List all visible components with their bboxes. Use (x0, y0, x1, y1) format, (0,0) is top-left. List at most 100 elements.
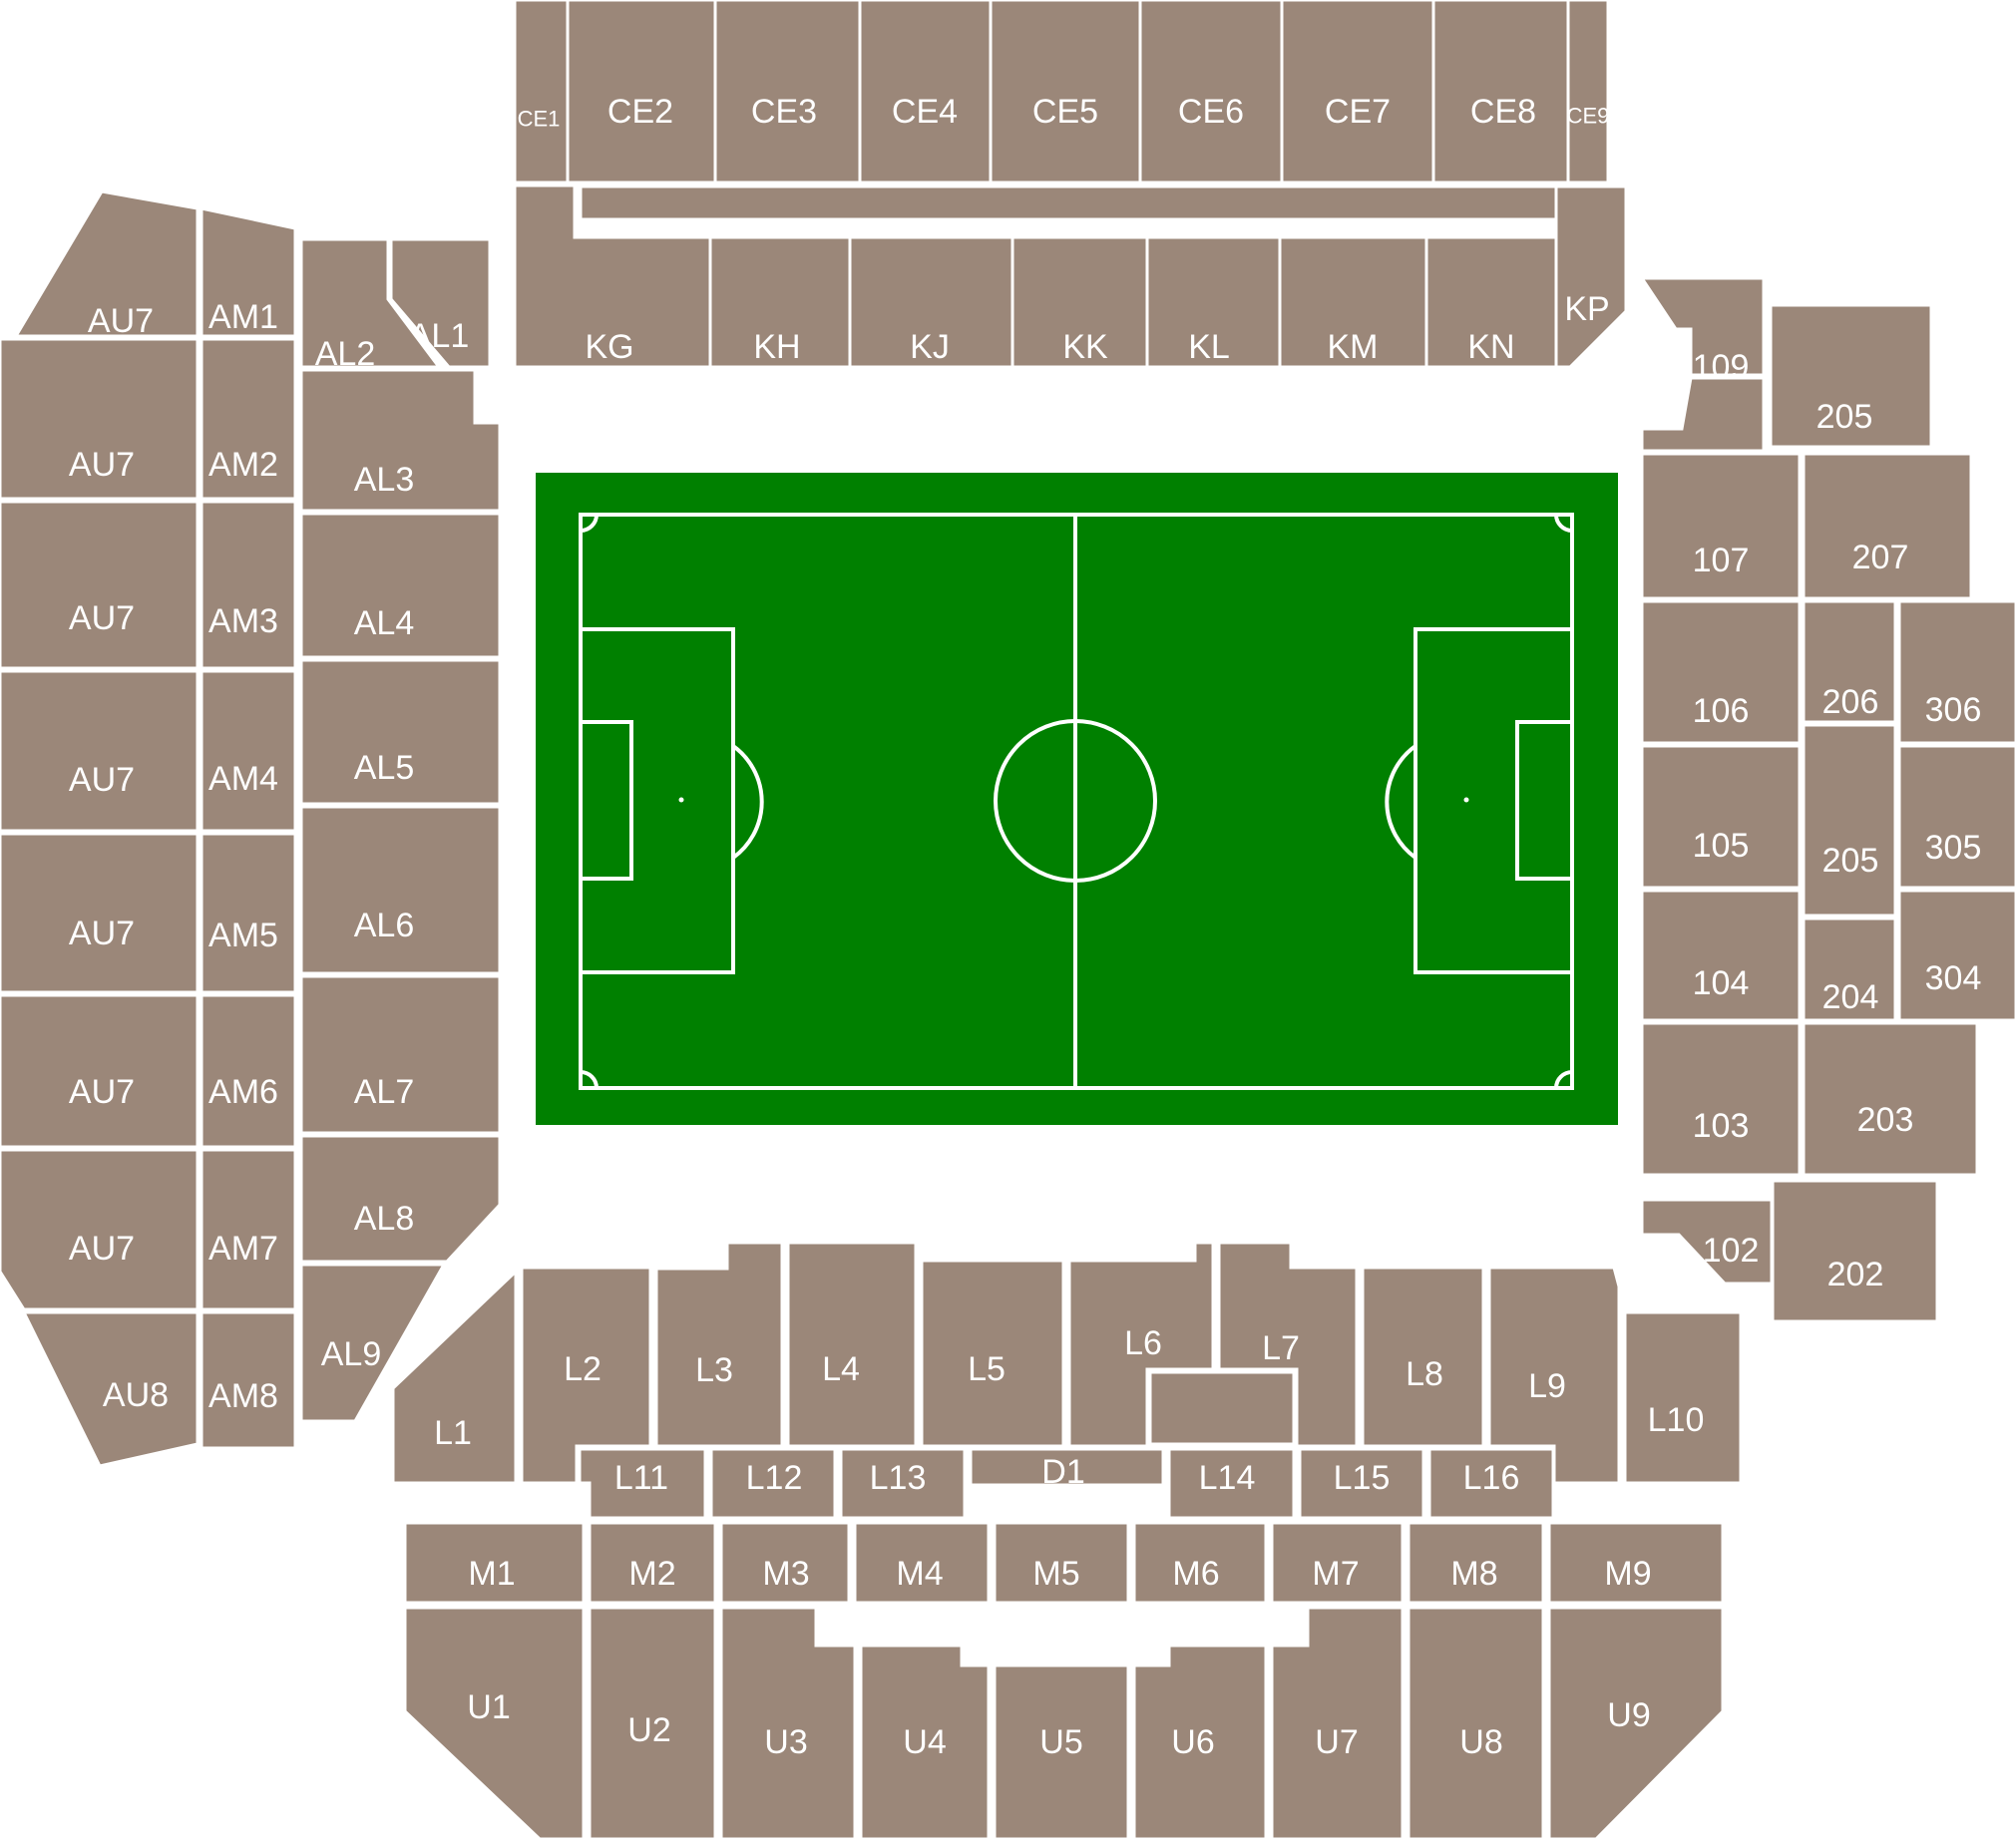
section-kk[interactable]: KK (1010, 235, 1149, 369)
section-am6-area[interactable] (200, 993, 297, 1149)
section-al1-area[interactable] (389, 237, 492, 369)
section-au7-7-area[interactable] (0, 1148, 200, 1311)
section-am2-area[interactable] (200, 337, 297, 501)
section-l16-area[interactable] (1427, 1447, 1555, 1520)
section-l3[interactable]: L3 (654, 1241, 784, 1448)
section-al2-area[interactable] (299, 237, 442, 369)
section-am5-area[interactable] (200, 832, 297, 994)
section-am1[interactable]: AM1 (200, 206, 297, 338)
section-l5-area[interactable] (920, 1259, 1065, 1448)
section-m8-area[interactable] (1407, 1521, 1545, 1605)
section-am7-area[interactable] (200, 1148, 297, 1311)
section-105-area[interactable] (1640, 744, 1802, 890)
section-203-area[interactable] (1802, 1021, 1979, 1177)
section-al8-area[interactable] (299, 1134, 502, 1264)
section-au7-2[interactable]: AU7 (0, 337, 200, 501)
section-106-area[interactable] (1640, 599, 1802, 745)
section-au7-5-area[interactable] (0, 832, 200, 994)
section-306[interactable]: 306 (1897, 599, 2016, 745)
section-km-area[interactable] (1278, 235, 1428, 369)
section-am6[interactable]: AM6 (200, 993, 297, 1149)
section-l4-area[interactable] (786, 1241, 918, 1448)
section-ce6-area[interactable] (1138, 0, 1284, 184)
section-207-area[interactable] (1802, 452, 1973, 600)
section-l4[interactable]: L4 (786, 1241, 918, 1448)
section-u2[interactable]: U2 (588, 1606, 717, 1839)
section-108-area[interactable] (1640, 376, 1766, 453)
section-u1[interactable]: U1 (403, 1606, 586, 1839)
section-l11-area[interactable] (578, 1447, 707, 1520)
section-am8[interactable]: AM8 (200, 1310, 297, 1450)
section-au8-area[interactable] (21, 1310, 200, 1468)
section-am4[interactable]: AM4 (200, 669, 297, 833)
section-304[interactable]: 304 (1897, 889, 2016, 1022)
section-au7-4-area[interactable] (0, 669, 200, 833)
section-au7-6-area[interactable] (0, 993, 200, 1149)
section-km[interactable]: KM (1278, 235, 1428, 369)
section-ce2[interactable]: CE2 (566, 0, 717, 184)
section-109-area[interactable] (1639, 276, 1766, 377)
section-u1-area[interactable] (403, 1606, 586, 1839)
section-u7-area[interactable] (1270, 1606, 1405, 1839)
section-au7-7[interactable]: AU7 (0, 1148, 200, 1311)
section-kk-area[interactable] (1010, 235, 1149, 369)
section-205b-area[interactable] (1802, 723, 1897, 918)
section-u4[interactable]: U4 (859, 1644, 991, 1839)
section-l10[interactable]: L10 (1623, 1297, 1743, 1485)
section-au7-6[interactable]: AU7 (0, 993, 200, 1149)
section-l9-area[interactable] (1487, 1266, 1621, 1485)
section-d1-area[interactable] (969, 1447, 1165, 1487)
section-al5[interactable]: AL5 (299, 658, 502, 806)
section-kj[interactable]: KJ (848, 235, 1014, 369)
section-u5[interactable]: U5 (993, 1663, 1130, 1839)
section-am4-area[interactable] (200, 669, 297, 833)
section-m3[interactable]: M3 (719, 1521, 851, 1605)
section-u9[interactable]: U9 (1547, 1606, 1725, 1839)
section-304-area[interactable] (1897, 889, 2016, 1022)
section-u4-area[interactable] (859, 1644, 991, 1839)
section-al3-area[interactable] (299, 368, 502, 513)
section-kn-area[interactable] (1424, 235, 1558, 369)
section-u3[interactable]: U3 (719, 1606, 857, 1839)
section-al5-area[interactable] (299, 658, 502, 806)
section-l1-area[interactable] (391, 1268, 518, 1485)
section-m4[interactable]: M4 (853, 1521, 991, 1605)
section-ce7[interactable]: CE7 (1280, 0, 1435, 184)
section-au7-3[interactable]: AU7 (0, 500, 200, 670)
section-al8[interactable]: AL8 (299, 1134, 502, 1264)
section-ce-bar[interactable] (579, 184, 1558, 221)
section-l15[interactable]: L15 (1298, 1447, 1425, 1520)
section-205a[interactable]: 205 (1769, 303, 1933, 449)
section-au7-3-area[interactable] (0, 500, 200, 670)
section-al7-area[interactable] (299, 974, 502, 1135)
section-ce3-area[interactable] (713, 0, 862, 184)
section-au7-1[interactable]: AU7 (13, 189, 200, 340)
section-kn[interactable]: KN (1424, 235, 1558, 369)
section-al3[interactable]: AL3 (299, 368, 502, 513)
section-207[interactable]: 207 (1802, 452, 1973, 600)
section-ce1-area[interactable] (513, 0, 570, 184)
section-l2-area[interactable] (520, 1266, 652, 1485)
section-103[interactable]: 103 (1640, 1021, 1802, 1177)
section-kl-area[interactable] (1145, 235, 1282, 369)
section-kl[interactable]: KL (1145, 235, 1282, 369)
section-ce7-area[interactable] (1280, 0, 1435, 184)
section-ce4-area[interactable] (858, 0, 993, 184)
section-kp-area[interactable] (1554, 184, 1628, 369)
section-l6-area[interactable] (1067, 1241, 1215, 1448)
section-l13-area[interactable] (839, 1447, 967, 1520)
section-106[interactable]: 106 (1640, 599, 1802, 745)
section-l12[interactable]: L12 (709, 1447, 837, 1520)
section-l13[interactable]: L13 (839, 1447, 967, 1520)
section-kh-area[interactable] (708, 235, 852, 369)
section-l11[interactable]: L11 (578, 1447, 707, 1520)
section-m5-area[interactable] (993, 1521, 1130, 1605)
section-am2[interactable]: AM2 (200, 337, 297, 501)
section-u3-area[interactable] (719, 1606, 857, 1839)
section-m7-area[interactable] (1270, 1521, 1405, 1605)
section-202[interactable]: 202 (1771, 1179, 1939, 1323)
section-al4[interactable]: AL4 (299, 512, 502, 659)
section-am7[interactable]: AM7 (200, 1148, 297, 1311)
section-206[interactable]: 206 (1802, 599, 1897, 724)
section-al4-area[interactable] (299, 512, 502, 659)
